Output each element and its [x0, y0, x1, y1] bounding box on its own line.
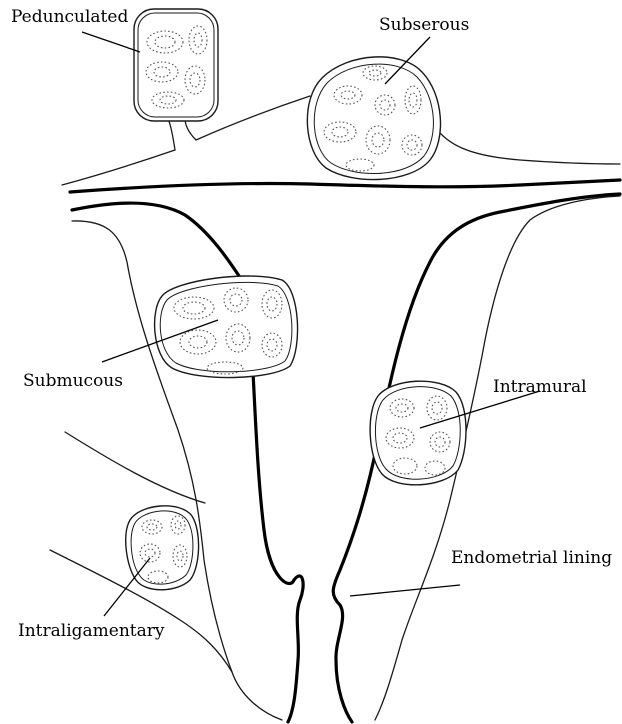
- pedunculated-leader: [82, 32, 140, 52]
- submucous-fibroid: [155, 276, 298, 378]
- ligament-upper-line: [65, 432, 205, 503]
- pedunculated-fibroid: [134, 9, 218, 150]
- label-submucous: Submucous: [23, 371, 123, 391]
- label-subserous: Subserous: [379, 15, 469, 35]
- pedunculated-stalk: [168, 118, 196, 150]
- label-endometrial-lining: Endometrial lining: [451, 548, 612, 568]
- pedunculated-fibroid-body: [134, 9, 218, 121]
- cavity-top-line: [70, 180, 620, 192]
- endometrial-lining-leader: [350, 585, 460, 596]
- subserous-fibroid: [307, 57, 440, 180]
- label-intramural: Intramural: [493, 377, 587, 397]
- subserous-fibroid-body: [307, 57, 440, 180]
- label-intraligamentary: Intraligamentary: [18, 621, 165, 641]
- intraligamentary-leader: [104, 558, 150, 616]
- intraligamentary-fibroid: [126, 506, 199, 590]
- label-pedunculated: Pedunculated: [11, 7, 128, 27]
- intramural-fibroid: [370, 381, 466, 485]
- intraligamentary-fibroid-body: [126, 506, 199, 590]
